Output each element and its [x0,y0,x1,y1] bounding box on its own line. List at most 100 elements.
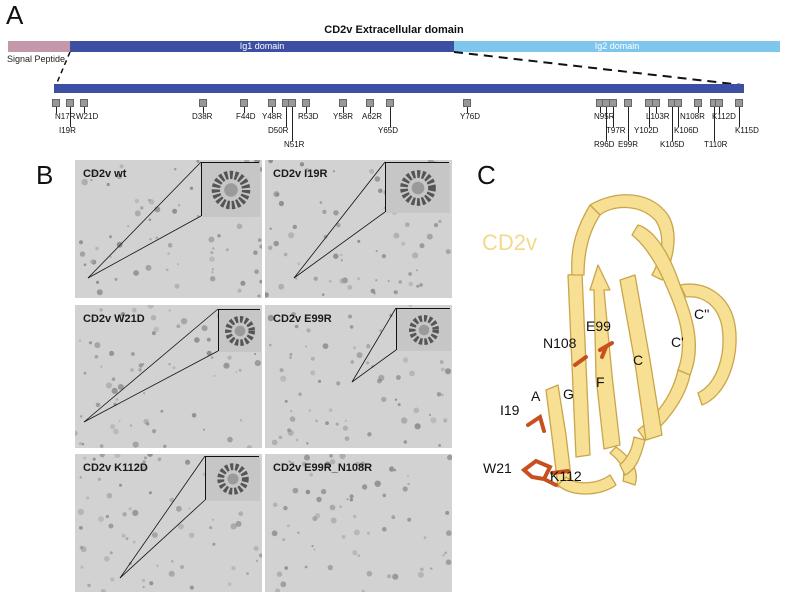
zoom-inset [205,456,260,501]
mutation-label: F44D [236,112,256,121]
mutation-label: T110R [704,140,728,149]
mutation-label: N17R [55,112,76,121]
mutation-box [199,99,207,107]
mutation-label: Y102D [634,126,659,135]
mutation-box [52,99,60,107]
mutation-tick [628,107,629,141]
ig2-domain-bar: Ig2 domain [454,41,780,52]
mutation-box [268,99,276,107]
mutation-box [624,99,632,107]
micrograph-label: CD2v W21D [83,313,145,325]
micrograph-label: CD2v I19R [273,168,328,180]
mutation-label: N108R [680,112,705,121]
zoom-inset [201,162,260,217]
mutation-box [339,99,347,107]
mutation-label: N51R [284,140,305,149]
strand-g: G [563,386,574,402]
mutation-label: R96D [594,140,615,149]
mutation-label: N95R [594,112,615,121]
mutation-box [386,99,394,107]
protein-label: CD2v [482,230,538,255]
panel-a-letter: A [6,0,24,30]
micrograph-label: CD2v E99R [273,313,332,325]
mutation-label: K115D [735,126,759,135]
mutation-label: D38R [192,112,213,121]
mutation-tick [698,107,699,113]
mutation-label: W21D [76,112,99,121]
zoom-inset [396,308,451,351]
mutation-tick [70,107,71,127]
panel-b-letter: B [36,160,54,190]
mutation-tick [56,107,57,113]
residue-e99: E99 [586,318,611,334]
zoom-connector [55,51,743,86]
ig1-zoom-bar [54,84,744,93]
panel-c-letter: C [477,160,496,190]
mutation-box [463,99,471,107]
micrograph-label: CD2v K112D [83,462,148,474]
mutation-tick [244,107,245,113]
strand-c-double-prime: C'' [694,306,710,322]
mutation-tick [390,107,391,127]
mutation-box [288,99,296,107]
mutation-tick [613,107,614,127]
zoom-inset [218,309,261,352]
ig1-domain-bar: Ig1 domain [70,41,454,52]
mutation-box [694,99,702,107]
mutation-box [715,99,723,107]
mutation-tick [739,107,740,127]
strand-c: C [633,352,644,368]
residue-w21: W21 [483,460,512,476]
mutation-label: K106D [674,126,699,135]
strand-a: A [531,388,541,404]
signal-peptide-bar [8,41,70,52]
mutation-label: I19R [59,126,76,135]
mutation-label: E99R [618,140,639,149]
residue-k112: K112 [550,468,582,484]
mutation-tick [370,107,371,113]
mutation-tick [84,107,85,113]
mutation-label: T97R [606,126,626,135]
strand-c-prime: C' [671,334,684,350]
mutation-label: Y76D [460,112,481,121]
residue-i19: I19 [500,402,520,418]
mutation-tick [203,107,204,113]
mutation-box [302,99,310,107]
mutation-label: K105D [660,140,685,149]
mutation-tick [467,107,468,113]
strand-f: F [596,374,605,390]
mutation-label: A62R [362,112,383,121]
mutation-box [366,99,374,107]
mutation-tick [292,107,293,141]
mutation-tick [272,107,273,113]
mutation-box [66,99,74,107]
signal-peptide-label: Signal Peptide [7,54,66,64]
mutation-label: K112D [712,112,736,121]
mutation-tick [714,107,715,141]
mutation-box [80,99,88,107]
mutation-tick [656,107,657,113]
mutation-tick [306,107,307,113]
mutation-label: Y48R [262,112,283,121]
cd2v-structure [520,194,737,495]
mutation-tick [286,107,287,127]
mutation-box [652,99,660,107]
mutation-tick [649,107,650,127]
micrograph-label: CD2v E99R_N108R [273,462,373,474]
mutation-label: D50R [268,126,289,135]
domain-title: CD2v Extracellular domain [324,24,464,36]
zoom-inset [385,162,450,213]
mutation-label: R53D [298,112,319,121]
mutation-tick [719,107,720,113]
residue-n108: N108 [543,335,577,351]
micrograph: CD2v W21D [75,305,262,448]
mutation-tick [678,107,679,127]
mutation-box [674,99,682,107]
micrograph-label: CD2v wt [83,168,127,180]
mutation-box [735,99,743,107]
